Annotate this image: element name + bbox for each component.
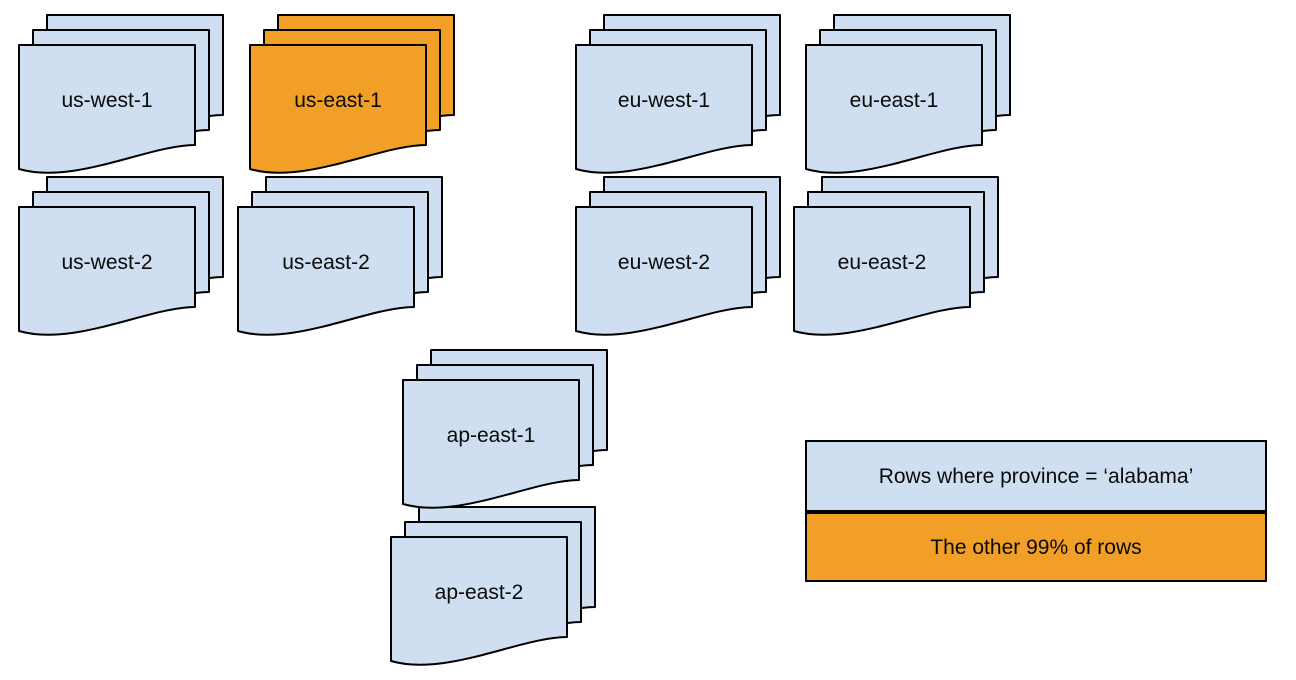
legend-item-label: The other 99% of rows	[930, 535, 1142, 559]
legend-item-other-rows: The other 99% of rows	[805, 512, 1267, 582]
region-stack-ap-east-1: ap-east-1	[402, 348, 610, 512]
region-stack-eu-west-2: eu-west-2	[575, 175, 783, 339]
region-label-eu-west-1: eu-west-1	[617, 88, 711, 112]
region-label-us-west-2: us-west-2	[61, 250, 153, 274]
region-stack-eu-west-1: eu-west-1	[575, 13, 783, 177]
legend-item-alabama-rows: Rows where province = ‘alabama’	[805, 440, 1267, 512]
region-stack-us-east-1: us-east-1	[249, 13, 457, 177]
region-label-ap-east-1: ap-east-1	[446, 423, 536, 447]
region-stack-ap-east-2: ap-east-2	[390, 505, 598, 669]
region-stack-eu-east-2: eu-east-2	[793, 175, 1001, 339]
region-label-us-east-1: us-east-1	[294, 88, 382, 112]
region-stack-us-west-2: us-west-2	[18, 175, 226, 339]
region-label-eu-east-2: eu-east-2	[837, 250, 927, 274]
region-stack-us-west-1: us-west-1	[18, 13, 226, 177]
region-label-eu-west-2: eu-west-2	[617, 250, 711, 274]
region-label-eu-east-1: eu-east-1	[849, 88, 939, 112]
region-stack-eu-east-1: eu-east-1	[805, 13, 1013, 177]
legend: Rows where province = ‘alabama’ The othe…	[805, 440, 1267, 582]
region-label-us-west-1: us-west-1	[61, 88, 153, 112]
legend-item-label: Rows where province = ‘alabama’	[878, 464, 1194, 488]
region-stack-us-east-2: us-east-2	[237, 175, 445, 339]
region-label-us-east-2: us-east-2	[282, 250, 370, 274]
region-label-ap-east-2: ap-east-2	[434, 580, 524, 604]
